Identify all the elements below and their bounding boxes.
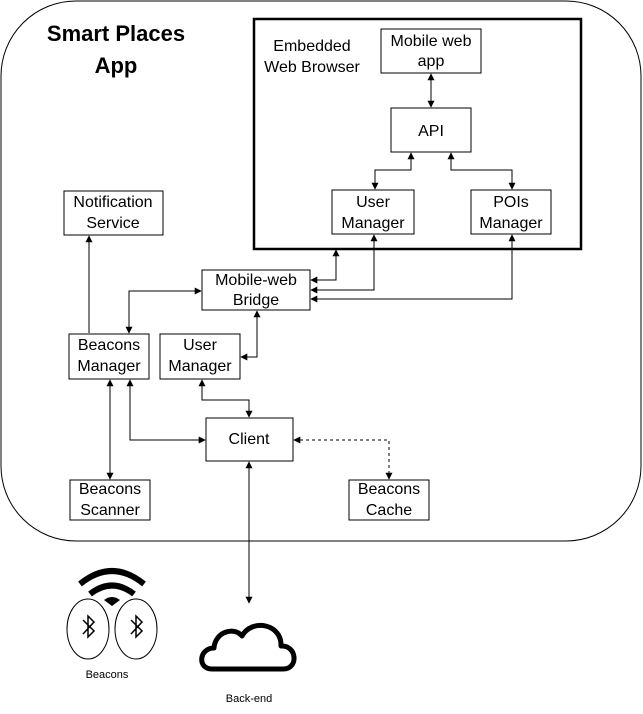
mobile-web-app-node: Mobile web app — [380, 28, 482, 74]
embedded-browser-label-line-1: Embedded — [273, 38, 350, 55]
app-title-line-2: App — [95, 53, 138, 78]
backend-label: Back-end — [226, 693, 272, 705]
beacons-manager-node: Beacons Manager — [68, 333, 150, 380]
beacons-label: Beacons — [86, 669, 129, 681]
bluetooth-icon — [66, 598, 110, 660]
notification-service-label-line-1: Notification — [73, 194, 152, 211]
embedded-browser-label-line-2: Web Browser — [264, 59, 360, 76]
user-manager-label-line-2: Manager — [168, 358, 232, 375]
notification-service-node: Notification Service — [63, 190, 164, 236]
user-manager-label-line-1: User — [183, 337, 217, 354]
mobile-web-bridge-label-line-2: Bridge — [233, 292, 279, 309]
user-manager-node: User Manager — [159, 333, 241, 380]
notification-service-label-line-2: Service — [86, 215, 139, 232]
mobile-web-bridge-node: Mobile-web Bridge — [201, 269, 311, 311]
beacons-scanner-node: Beacons Scanner — [69, 479, 151, 521]
embedded-user-manager-label-line-1: User — [356, 194, 390, 211]
embedded-user-manager-node: User Manager — [331, 189, 415, 235]
edge-client-beacons-cache — [293, 436, 393, 480]
pois-manager-node: POIs Manager — [470, 189, 552, 235]
edge-api-pois-manager — [447, 152, 516, 190]
beacons-manager-label-line-1: Beacons — [78, 337, 140, 354]
bluetooth-icon — [114, 598, 158, 660]
embedded-user-manager-label-line-2: Manager — [341, 215, 405, 232]
edge-beacons-manager-client — [126, 379, 206, 444]
beacons-cache-label-line-1: Beacons — [358, 481, 420, 498]
smart-places-app-frame — [0, 0, 642, 542]
edge-user-manager-bridge — [240, 310, 261, 361]
app-title-line-1: Smart Places — [47, 21, 185, 46]
mobile-web-app-label-line-1: Mobile web — [391, 33, 472, 50]
mobile-web-app-label-line-2: app — [418, 53, 445, 70]
edge-beacons-manager-bridge — [125, 287, 202, 334]
beacons-cache-node: Beacons Cache — [348, 479, 430, 521]
api-label: API — [418, 123, 444, 140]
api-node: API — [390, 107, 472, 153]
mobile-web-bridge-label-line-1: Mobile-web — [215, 272, 297, 289]
beacons-manager-label-line-2: Manager — [77, 358, 141, 375]
edge-bridge-pois-manager — [310, 234, 516, 303]
pois-manager-label-line-1: POIs — [493, 194, 529, 211]
beacons-scanner-label-line-1: Beacons — [79, 481, 141, 498]
cloud-icon — [199, 623, 297, 672]
client-label: Client — [229, 431, 270, 448]
wifi-icon — [78, 568, 146, 606]
edge-api-embedded-user-manager — [371, 152, 415, 190]
client-node: Client — [205, 417, 294, 462]
pois-manager-label-line-2: Manager — [479, 215, 543, 232]
beacons-scanner-label-line-2: Scanner — [80, 502, 140, 519]
beacons-cache-label-line-2: Cache — [366, 502, 412, 519]
